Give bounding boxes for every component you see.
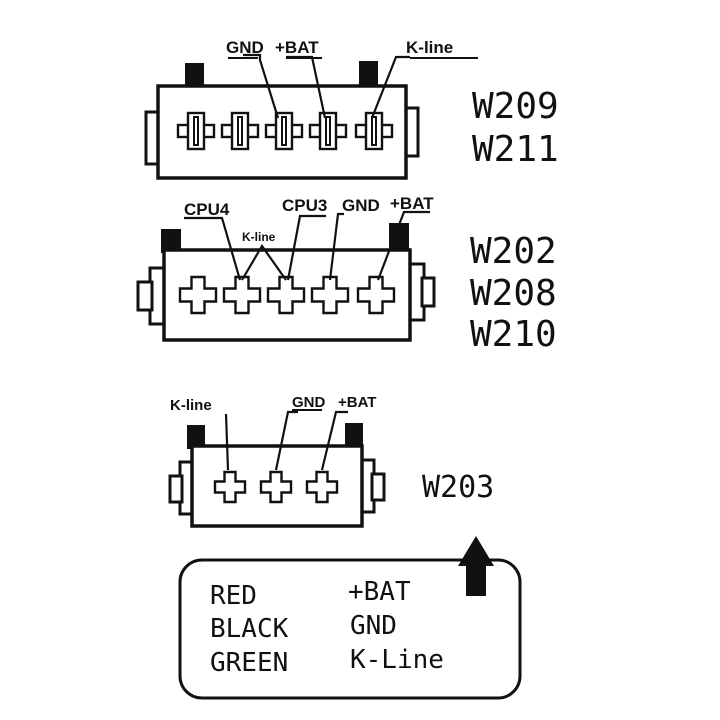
connector-3-pin-3 — [305, 470, 339, 504]
connector-3-model-w203: W203 — [422, 470, 494, 505]
connector-2-leader-cpu4 — [184, 216, 242, 281]
connector-1-pin-3 — [264, 111, 304, 151]
connector-3-label-gnd: GND — [292, 394, 326, 411]
connector-2-latch-right — [389, 223, 409, 253]
connector-1: GND +BAT K-line W209 W211 — [144, 38, 559, 180]
connector-3-side-nub-left — [168, 474, 184, 504]
connector-3-label-bat: +BAT — [338, 394, 376, 411]
connector-3-side-nub-right — [370, 472, 386, 502]
connector-1-model-w209: W209 — [472, 86, 559, 127]
connector-3-pin-1 — [213, 470, 247, 504]
connector-2-label-gnd: GND — [342, 196, 380, 215]
legend-signal-gnd: GND — [350, 611, 397, 641]
connector-1-pin-2 — [220, 111, 260, 151]
wire-color-legend: RED +BAT BLACK GND GREEN K-Line — [178, 536, 522, 700]
connector-2-side-nub-left — [136, 280, 154, 312]
legend-signal-kline: K-Line — [350, 645, 444, 675]
connector-1-model-w211: W211 — [472, 129, 559, 170]
connector-2-label-cpu3: CPU3 — [282, 196, 327, 215]
connector-2-model-w208: W208 — [470, 273, 557, 314]
connector-2-leader-bat — [376, 210, 430, 281]
legend-signal-bat: +BAT — [348, 577, 411, 607]
connector-2-model-w202: W202 — [470, 231, 557, 272]
connector-2-label-cpu4: CPU4 — [184, 200, 230, 219]
connector-1-leader-gnd — [243, 53, 280, 119]
connector-1-pin-4 — [308, 111, 348, 151]
connector-2-pin-5 — [356, 275, 396, 315]
connector-3-label-kline: K-line — [170, 397, 212, 414]
connector-2-side-nub-right — [420, 276, 436, 308]
legend-color-green: GREEN — [210, 648, 288, 678]
connector-1-latch-left — [185, 63, 204, 87]
connector-2-model-w210: W210 — [470, 314, 557, 355]
connector-1-label-gnd: GND — [226, 38, 264, 57]
connector-2-pin-3 — [266, 275, 306, 315]
legend-color-black: BLACK — [210, 614, 289, 644]
connector-2-leader-kline — [241, 243, 287, 281]
connector-1-label-kline: K-line — [406, 38, 453, 57]
up-arrow-icon — [458, 536, 494, 596]
connector-2-leader-gnd — [328, 212, 344, 281]
connector-3-pin-2 — [259, 470, 293, 504]
connector-1-latch-right — [359, 61, 378, 87]
connector-1-leader-kline — [370, 55, 410, 119]
connector-1-label-bat: +BAT — [275, 38, 319, 57]
connector-1-pin-5 — [354, 111, 394, 151]
connector-3: K-line GND +BAT W203 — [168, 394, 494, 528]
connector-3-leader-gnd — [274, 410, 298, 471]
connector-2-label-kline: K-line — [242, 230, 276, 244]
legend-box — [178, 558, 522, 700]
connector-2-leader-cpu3 — [286, 214, 326, 281]
connector-2: CPU4 K-line CPU3 GND +BAT W202 W208 W210 — [136, 194, 557, 355]
connector-3-leader-bat — [320, 410, 348, 471]
connector-2-pin-2 — [222, 275, 262, 315]
connector-1-pin-1 — [176, 111, 216, 151]
connector-2-pin-1 — [178, 275, 218, 315]
connector-2-label-bat: +BAT — [390, 194, 434, 213]
legend-color-red: RED — [210, 581, 257, 611]
connector-3-leader-kline — [224, 413, 230, 471]
connector-2-pin-4 — [310, 275, 350, 315]
